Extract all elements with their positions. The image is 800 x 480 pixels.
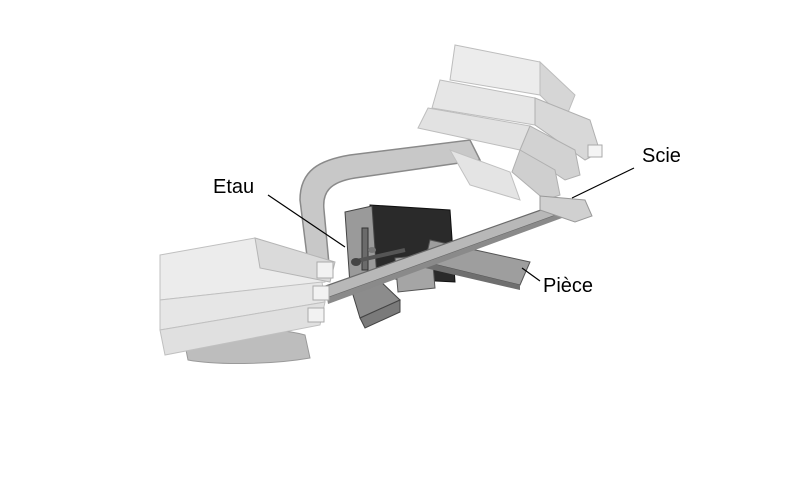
left-hand <box>159 237 336 356</box>
label-scie: Scie <box>642 145 681 167</box>
label-etau: Etau <box>213 176 254 198</box>
etau-leader-line <box>267 194 346 248</box>
piece-leader-line <box>521 267 541 282</box>
label-piece: Pièce <box>543 275 593 297</box>
scie-leader-line <box>571 167 635 199</box>
right-hand <box>417 44 603 223</box>
saw-frame <box>299 139 482 281</box>
